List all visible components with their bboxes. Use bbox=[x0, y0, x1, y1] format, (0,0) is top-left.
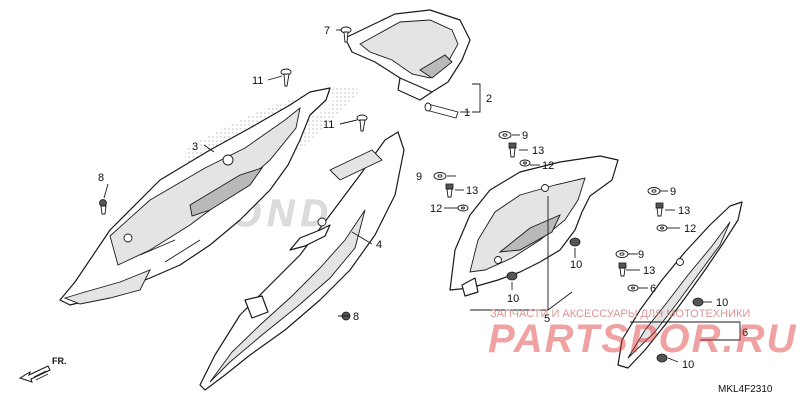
part-4-right-side-cover[interactable] bbox=[199, 131, 405, 391]
callout-7[interactable]: 7 bbox=[324, 25, 330, 37]
screw-icon bbox=[356, 114, 368, 132]
part-1-pin[interactable] bbox=[424, 102, 459, 119]
callout-9-b[interactable]: 9 bbox=[416, 171, 422, 183]
callout-13-c[interactable]: 13 bbox=[678, 205, 690, 217]
callout-10-d[interactable]: 10 bbox=[682, 359, 694, 371]
callout-4[interactable]: 4 bbox=[376, 239, 382, 251]
callout-2[interactable]: 2 bbox=[486, 93, 492, 105]
bolt-icon bbox=[99, 199, 107, 215]
nut-icon bbox=[656, 353, 668, 363]
bolt-icon bbox=[655, 202, 664, 217]
callout-11[interactable]: 11 bbox=[252, 75, 263, 87]
callout-10-b[interactable]: 10 bbox=[507, 293, 519, 305]
callout-5[interactable]: 5 bbox=[544, 313, 550, 325]
callout-9-c[interactable]: 9 bbox=[670, 186, 676, 198]
washer-icon bbox=[519, 159, 531, 167]
nut-icon bbox=[506, 271, 518, 281]
grommet-icon bbox=[647, 187, 661, 195]
grommet-icon bbox=[433, 172, 447, 180]
washer-icon bbox=[627, 284, 639, 292]
callout-1[interactable]: 1 bbox=[464, 107, 470, 119]
store-subtitle: ЗАПЧАСТИ И АКСЕССУАРЫ ДЛЯ МОТОТЕХНИКИ bbox=[490, 308, 750, 320]
grommet-icon bbox=[615, 250, 629, 258]
callout-12-c[interactable]: 12 bbox=[684, 223, 696, 235]
callout-6[interactable]: 6 bbox=[650, 283, 656, 295]
part-5-rear-cowl[interactable] bbox=[449, 155, 619, 297]
callout-13-d[interactable]: 13 bbox=[643, 265, 655, 277]
store-brand: PARTSPOR.RU bbox=[488, 317, 797, 361]
callout-13-a[interactable]: 13 bbox=[532, 145, 544, 157]
bolt-icon bbox=[445, 183, 454, 198]
front-direction-label: FR. bbox=[52, 356, 67, 366]
store-watermark: ЗАПЧАСТИ И АКСЕССУАРЫ ДЛЯ МОТОТЕХНИКИ PA… bbox=[488, 308, 797, 361]
nut-icon bbox=[569, 237, 581, 247]
part-6-rear-strip[interactable] bbox=[617, 201, 743, 369]
callout-6-b[interactable]: 6 bbox=[742, 327, 748, 339]
callout-11-lower[interactable]: 11 bbox=[323, 119, 334, 131]
callout-13-b[interactable]: 13 bbox=[466, 185, 478, 197]
front-direction-arrow: FR. bbox=[18, 356, 67, 383]
callout-3[interactable]: 3 bbox=[192, 141, 198, 153]
washer-icon bbox=[656, 224, 668, 232]
callout-10-a[interactable]: 10 bbox=[570, 259, 582, 271]
part-2-tail-cap[interactable] bbox=[344, 9, 471, 101]
callout-8-lower[interactable]: 8 bbox=[353, 311, 359, 323]
callout-12-a[interactable]: 12 bbox=[542, 160, 554, 172]
callout-9-a[interactable]: 9 bbox=[522, 130, 528, 142]
nut-icon bbox=[692, 297, 704, 307]
screw-icon bbox=[280, 68, 292, 87]
part-3-left-side-cover[interactable] bbox=[59, 87, 331, 306]
callout-10-c[interactable]: 10 bbox=[716, 297, 728, 309]
callout-12-b[interactable]: 12 bbox=[430, 203, 442, 215]
callout-8[interactable]: 8 bbox=[98, 172, 104, 184]
leader-lines bbox=[103, 29, 741, 363]
grommet-icon bbox=[498, 131, 512, 139]
callout-9-d[interactable]: 9 bbox=[638, 249, 644, 261]
diagram-code: MKL4F2310 bbox=[718, 384, 773, 395]
washer-icon bbox=[457, 204, 469, 212]
bolt-icon bbox=[618, 262, 627, 277]
bolt-icon bbox=[508, 142, 517, 158]
callout-labels: 7 11 11 3 8 8 4 2 1 9 13 12 9 13 12 10 1… bbox=[98, 25, 748, 371]
